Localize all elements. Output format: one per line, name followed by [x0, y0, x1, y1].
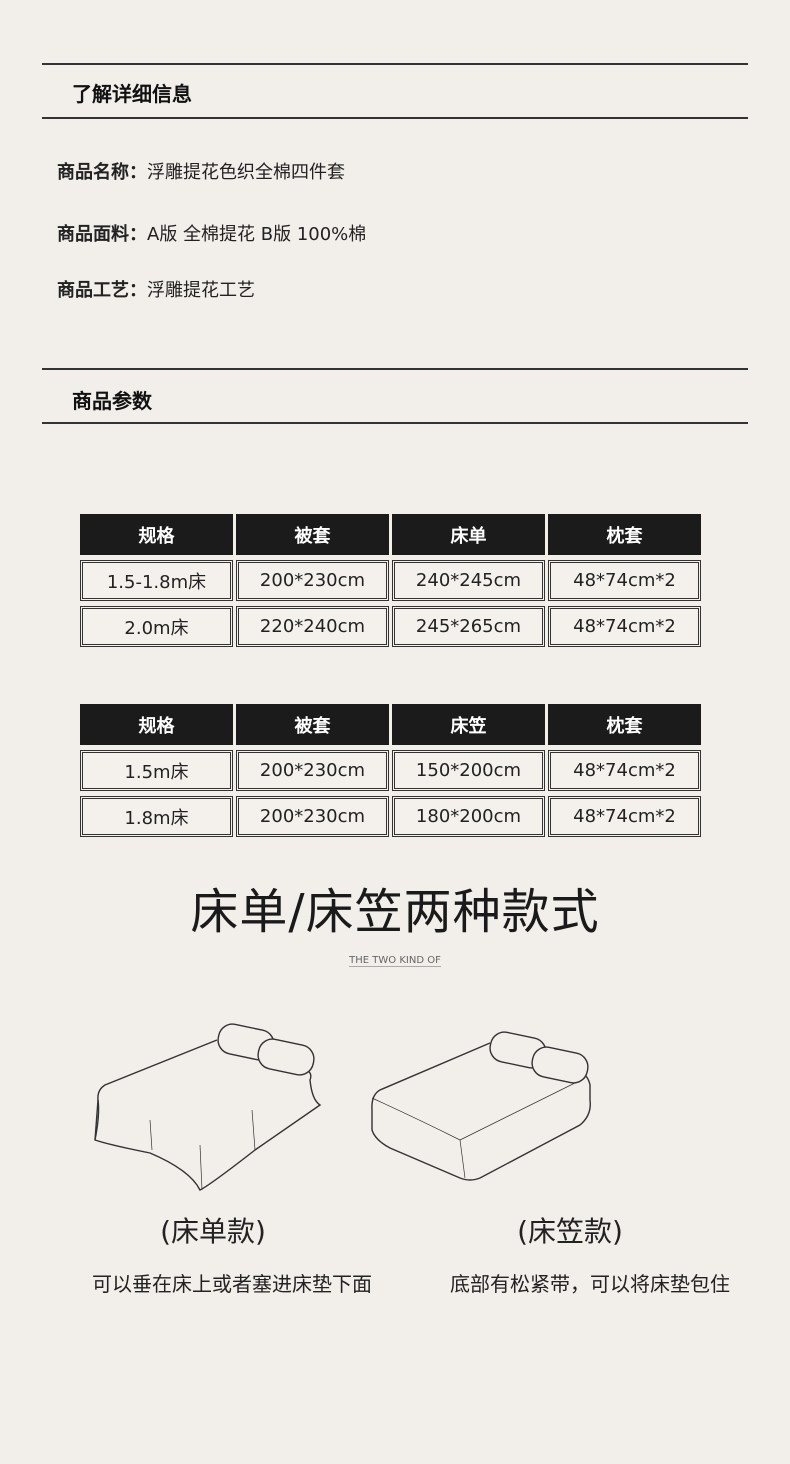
fitted-sheet-description: 底部有松紧带，可以将床垫包住	[450, 1272, 730, 1296]
table-header: 规格 被套 床笠 枕套	[80, 704, 704, 745]
table-cell: 200*230cm	[236, 796, 389, 837]
divider	[42, 63, 748, 65]
table-cell: 2.0m床	[80, 606, 233, 647]
table-cell: 48*74cm*2	[548, 606, 701, 647]
table-row: 2.0m床 220*240cm 245*265cm 48*74cm*2	[80, 606, 704, 647]
bed-illustrations	[94, 1023, 591, 1191]
header-cell: 枕套	[548, 704, 701, 745]
table-cell: 220*240cm	[236, 606, 389, 647]
table-cell: 200*230cm	[236, 560, 389, 601]
header-cell: 规格	[80, 704, 233, 745]
table-row: 1.5m床 200*230cm 150*200cm 48*74cm*2	[80, 750, 704, 791]
styles-subtitle: THE TWO KIND OF	[349, 955, 441, 967]
divider	[42, 368, 748, 370]
header-cell: 被套	[236, 704, 389, 745]
section-title-details: 了解详细信息	[72, 82, 192, 106]
flat-sheet-bed-icon	[94, 1023, 322, 1191]
table-header: 规格 被套 床单 枕套	[80, 514, 704, 555]
table-cell: 200*230cm	[236, 750, 389, 791]
divider	[42, 422, 748, 424]
table-row: 1.5-1.8m床 200*230cm 240*245cm 48*74cm*2	[80, 560, 704, 601]
info-fabric: 商品面料：A版 全棉提花 B版 100%棉	[57, 224, 367, 245]
fitted-sheet-caption: (床笠款)	[517, 1215, 623, 1248]
header-cell: 规格	[80, 514, 233, 555]
flat-sheet-description: 可以垂在床上或者塞进床垫下面	[92, 1272, 372, 1296]
section-title-params: 商品参数	[72, 389, 152, 413]
header-cell: 被套	[236, 514, 389, 555]
styles-title: 床单/床笠两种款式	[190, 884, 600, 940]
table-cell: 1.5-1.8m床	[80, 560, 233, 601]
info-craft: 商品工艺：浮雕提花工艺	[57, 280, 255, 301]
size-table-fitted: 规格 被套 床笠 枕套 1.5m床 200*230cm 150*200cm 48…	[80, 704, 704, 842]
table-cell: 180*200cm	[392, 796, 545, 837]
header-cell: 枕套	[548, 514, 701, 555]
table-cell: 245*265cm	[392, 606, 545, 647]
table-cell: 150*200cm	[392, 750, 545, 791]
fitted-sheet-bed-icon	[371, 1031, 591, 1181]
header-cell: 床笠	[392, 704, 545, 745]
header-cell: 床单	[392, 514, 545, 555]
table-cell: 240*245cm	[392, 560, 545, 601]
table-cell: 48*74cm*2	[548, 750, 701, 791]
size-table-sheet: 规格 被套 床单 枕套 1.5-1.8m床 200*230cm 240*245c…	[80, 514, 704, 652]
table-cell: 48*74cm*2	[548, 560, 701, 601]
table-cell: 1.8m床	[80, 796, 233, 837]
table-cell: 1.5m床	[80, 750, 233, 791]
info-name: 商品名称：浮雕提花色织全棉四件套	[57, 162, 345, 183]
flat-sheet-caption: (床单款)	[160, 1215, 266, 1248]
divider	[42, 117, 748, 119]
table-row: 1.8m床 200*230cm 180*200cm 48*74cm*2	[80, 796, 704, 837]
table-cell: 48*74cm*2	[548, 796, 701, 837]
